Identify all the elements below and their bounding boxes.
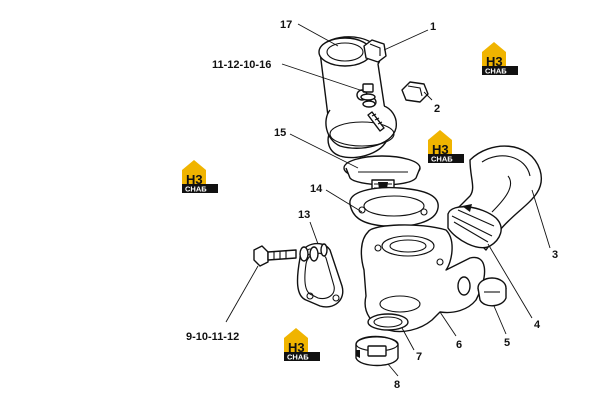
callout-6: 6: [456, 339, 462, 351]
callout-14: 14: [310, 183, 323, 195]
callout-1: 1: [430, 21, 436, 33]
leader-8: [387, 363, 399, 377]
part-14-gasket: [349, 186, 439, 228]
callout-2: 2: [434, 103, 440, 115]
watermark-text: CHAБ: [431, 155, 453, 164]
leader-6: [439, 311, 457, 337]
part-1-bleed-plug: [363, 39, 387, 63]
part-5-plug: [477, 277, 507, 307]
callout-labels: 17 1 11-12-10-16 2 15 14 13 3 4 5 6 7 8 …: [186, 19, 558, 391]
leader-7: [401, 327, 415, 351]
part-bolt-stack-upper: [360, 83, 385, 132]
callout-15: 15: [274, 127, 286, 139]
leader-2: [423, 91, 433, 101]
callout-5: 5: [504, 337, 510, 349]
callout-9-10-11-12: 9-10-11-12: [186, 331, 239, 343]
callout-8: 8: [394, 379, 400, 391]
callout-4: 4: [534, 319, 541, 331]
leader-17: [297, 23, 339, 47]
leader-lines: [225, 23, 551, 377]
leader-13: [309, 221, 319, 245]
svg-text:H3: H3: [186, 172, 203, 187]
leader-11-12-10-16: [281, 63, 367, 93]
part-4-hose-clamp: [447, 204, 502, 249]
watermark-logo: H3 CHAБ: [182, 160, 218, 194]
watermark-text: CHAБ: [485, 67, 507, 76]
part-7-o-ring: [367, 313, 409, 331]
callout-11-12-10-16: 11-12-10-16: [212, 59, 271, 71]
part-13-cover-gasket: [296, 242, 344, 308]
svg-text:H3: H3: [432, 142, 449, 157]
watermark-logo: H3 CHAБ: [482, 42, 518, 76]
leader-3: [531, 189, 551, 249]
leader-14: [325, 189, 363, 213]
part-6-housing-body: [360, 224, 486, 333]
svg-text:H3: H3: [486, 54, 503, 69]
leader-15: [289, 133, 359, 169]
leader-4: [487, 243, 533, 319]
callout-13: 13: [298, 209, 310, 221]
watermark-logo: H3 CHAБ: [428, 130, 464, 164]
watermark-text: CHAБ: [287, 353, 309, 362]
part-2-plug: [401, 81, 429, 103]
callout-7: 7: [416, 351, 422, 363]
part-bolt-stack-lower: [253, 243, 328, 267]
part-8-drain-plug: [355, 335, 399, 367]
leader-9-10-11-12: [225, 265, 259, 323]
watermark-text: CHAБ: [185, 185, 207, 194]
callout-17: 17: [280, 19, 292, 31]
watermark-logo: H3 CHAБ: [284, 328, 320, 362]
callout-3: 3: [552, 249, 558, 261]
part-15-thermostat: [343, 155, 421, 199]
leader-5: [493, 305, 507, 335]
leader-1: [383, 29, 429, 51]
svg-text:H3: H3: [288, 340, 305, 355]
